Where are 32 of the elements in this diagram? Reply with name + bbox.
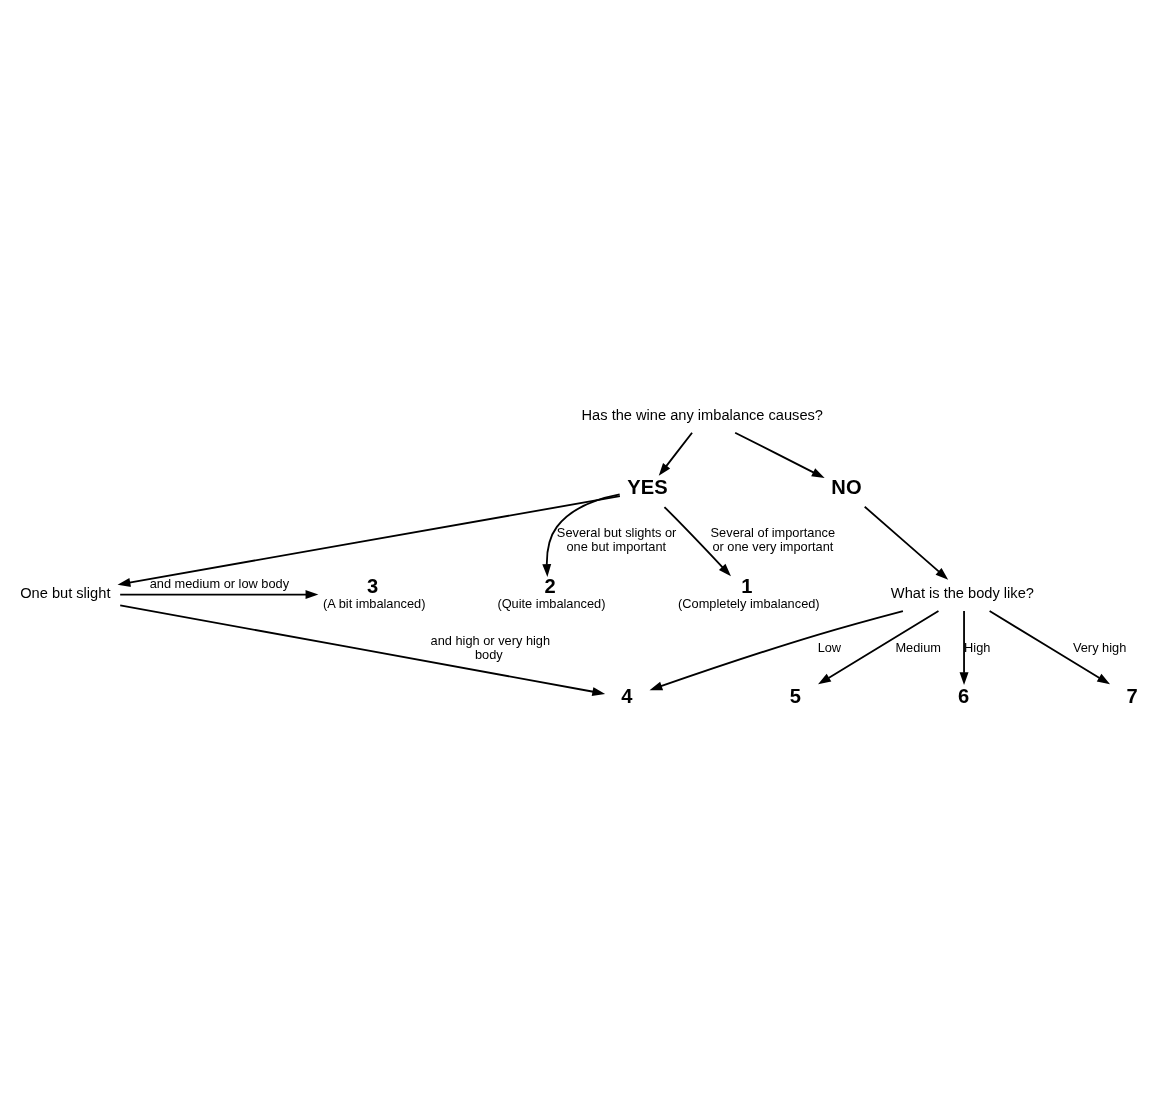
edge-label: Very high <box>1072 639 1127 655</box>
arrow <box>119 604 606 697</box>
edge-label: Several but slights or one but important <box>556 525 677 554</box>
arrow <box>988 610 1111 685</box>
arrow <box>863 505 949 580</box>
arrow <box>959 610 969 685</box>
node-text: 5 <box>789 685 801 708</box>
node-text: 4 <box>621 685 633 708</box>
arrow <box>658 431 693 476</box>
node-text: NO <box>831 476 862 499</box>
node-text: 7 <box>1126 685 1138 708</box>
node-text: 1 (Completely imbalanced) <box>678 575 820 611</box>
arrow <box>119 590 319 600</box>
arrow <box>649 610 904 691</box>
node-text: YES <box>627 476 668 499</box>
edge-label: High <box>964 639 991 655</box>
node-text: 2 (Quite imbalanced) <box>497 575 606 611</box>
arrow <box>542 493 621 577</box>
edge-label: Low <box>817 639 842 655</box>
node-text: 6 <box>958 685 970 708</box>
edge-label: Medium <box>895 639 941 655</box>
arrow <box>734 431 825 479</box>
edge-label: Several of importance or one very important <box>710 525 836 554</box>
node-text: 3 (A bit imbalanced) <box>323 575 426 611</box>
edge-label: and medium or low body <box>149 576 290 592</box>
node-text: One but slight <box>20 585 111 602</box>
arrow <box>663 506 731 577</box>
arrow <box>818 610 940 685</box>
arrow <box>117 495 621 587</box>
node-text: What is the body like? <box>890 585 1034 602</box>
node-text: Has the wine any imbalance causes? <box>581 406 824 423</box>
edge-label: and high or very high body <box>430 633 551 662</box>
